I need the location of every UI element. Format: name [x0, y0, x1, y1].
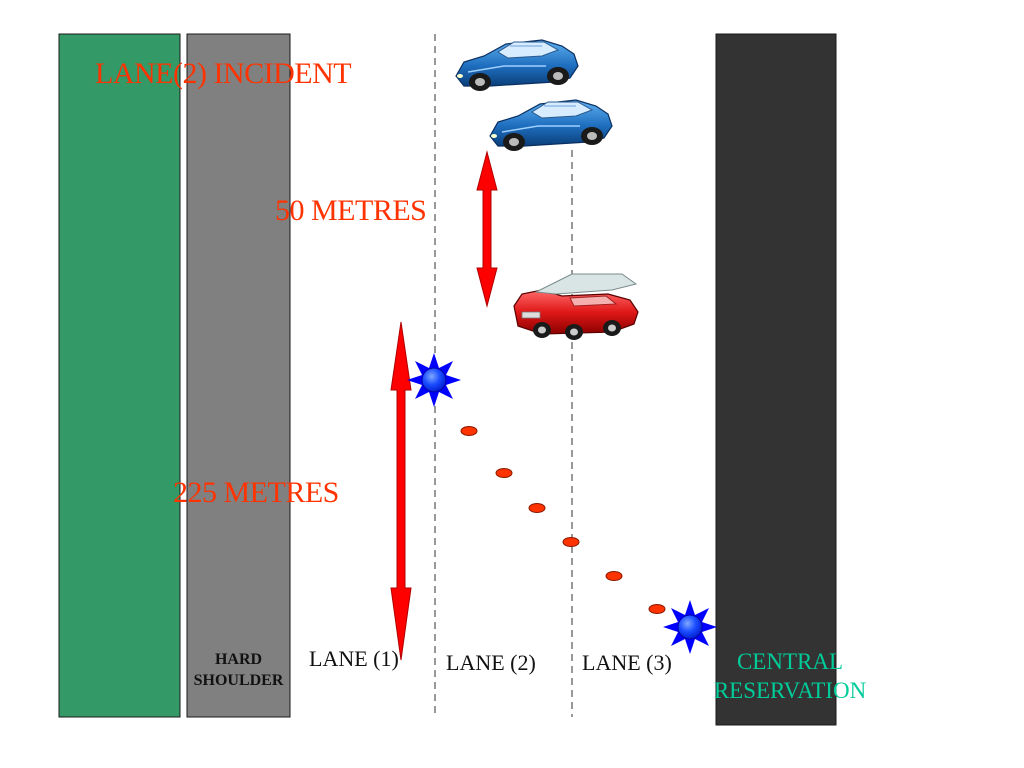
grass-verge — [58, 33, 181, 718]
red-car-icon — [513, 273, 639, 341]
hard-shoulder-label: HARD SHOULDER — [181, 650, 296, 692]
blue-flashing-lamp-icon — [406, 352, 462, 408]
lane-2-label: LANE (2) — [446, 650, 536, 675]
hard-shoulder-label-line1: HARD — [214, 651, 263, 668]
central-reservation — [715, 33, 837, 726]
traffic-cone-icon — [495, 468, 513, 478]
central-reservation-label: CENTRAL RESERVATION — [702, 647, 878, 706]
traffic-cone-icon — [562, 537, 580, 547]
distance-label-50: 50 METRES — [275, 194, 427, 227]
lane-3-label: LANE (3) — [582, 650, 672, 675]
hard-shoulder-label-line2: SHOULDER — [193, 671, 284, 689]
traffic-cone-icon — [460, 426, 478, 436]
central-reservation-label-line1: CENTRAL — [736, 649, 844, 674]
traffic-cone-icon — [528, 503, 546, 513]
blue-sports-car-icon — [489, 99, 613, 152]
double-headed-arrow-icon — [390, 321, 412, 661]
blue-flashing-lamp-icon — [662, 599, 718, 655]
traffic-cone-icon — [648, 604, 666, 614]
lane-1-label: LANE (1) — [309, 646, 399, 671]
double-headed-arrow-icon — [476, 150, 498, 308]
distance-label-225: 225 METRES — [173, 476, 339, 509]
central-reservation-label-line2: RESERVATION — [713, 678, 867, 704]
blue-sports-car-icon — [455, 39, 579, 92]
diagram-title: LANE(2) INCIDENT — [95, 57, 352, 90]
hard-shoulder — [186, 33, 291, 718]
traffic-cone-icon — [605, 571, 623, 581]
